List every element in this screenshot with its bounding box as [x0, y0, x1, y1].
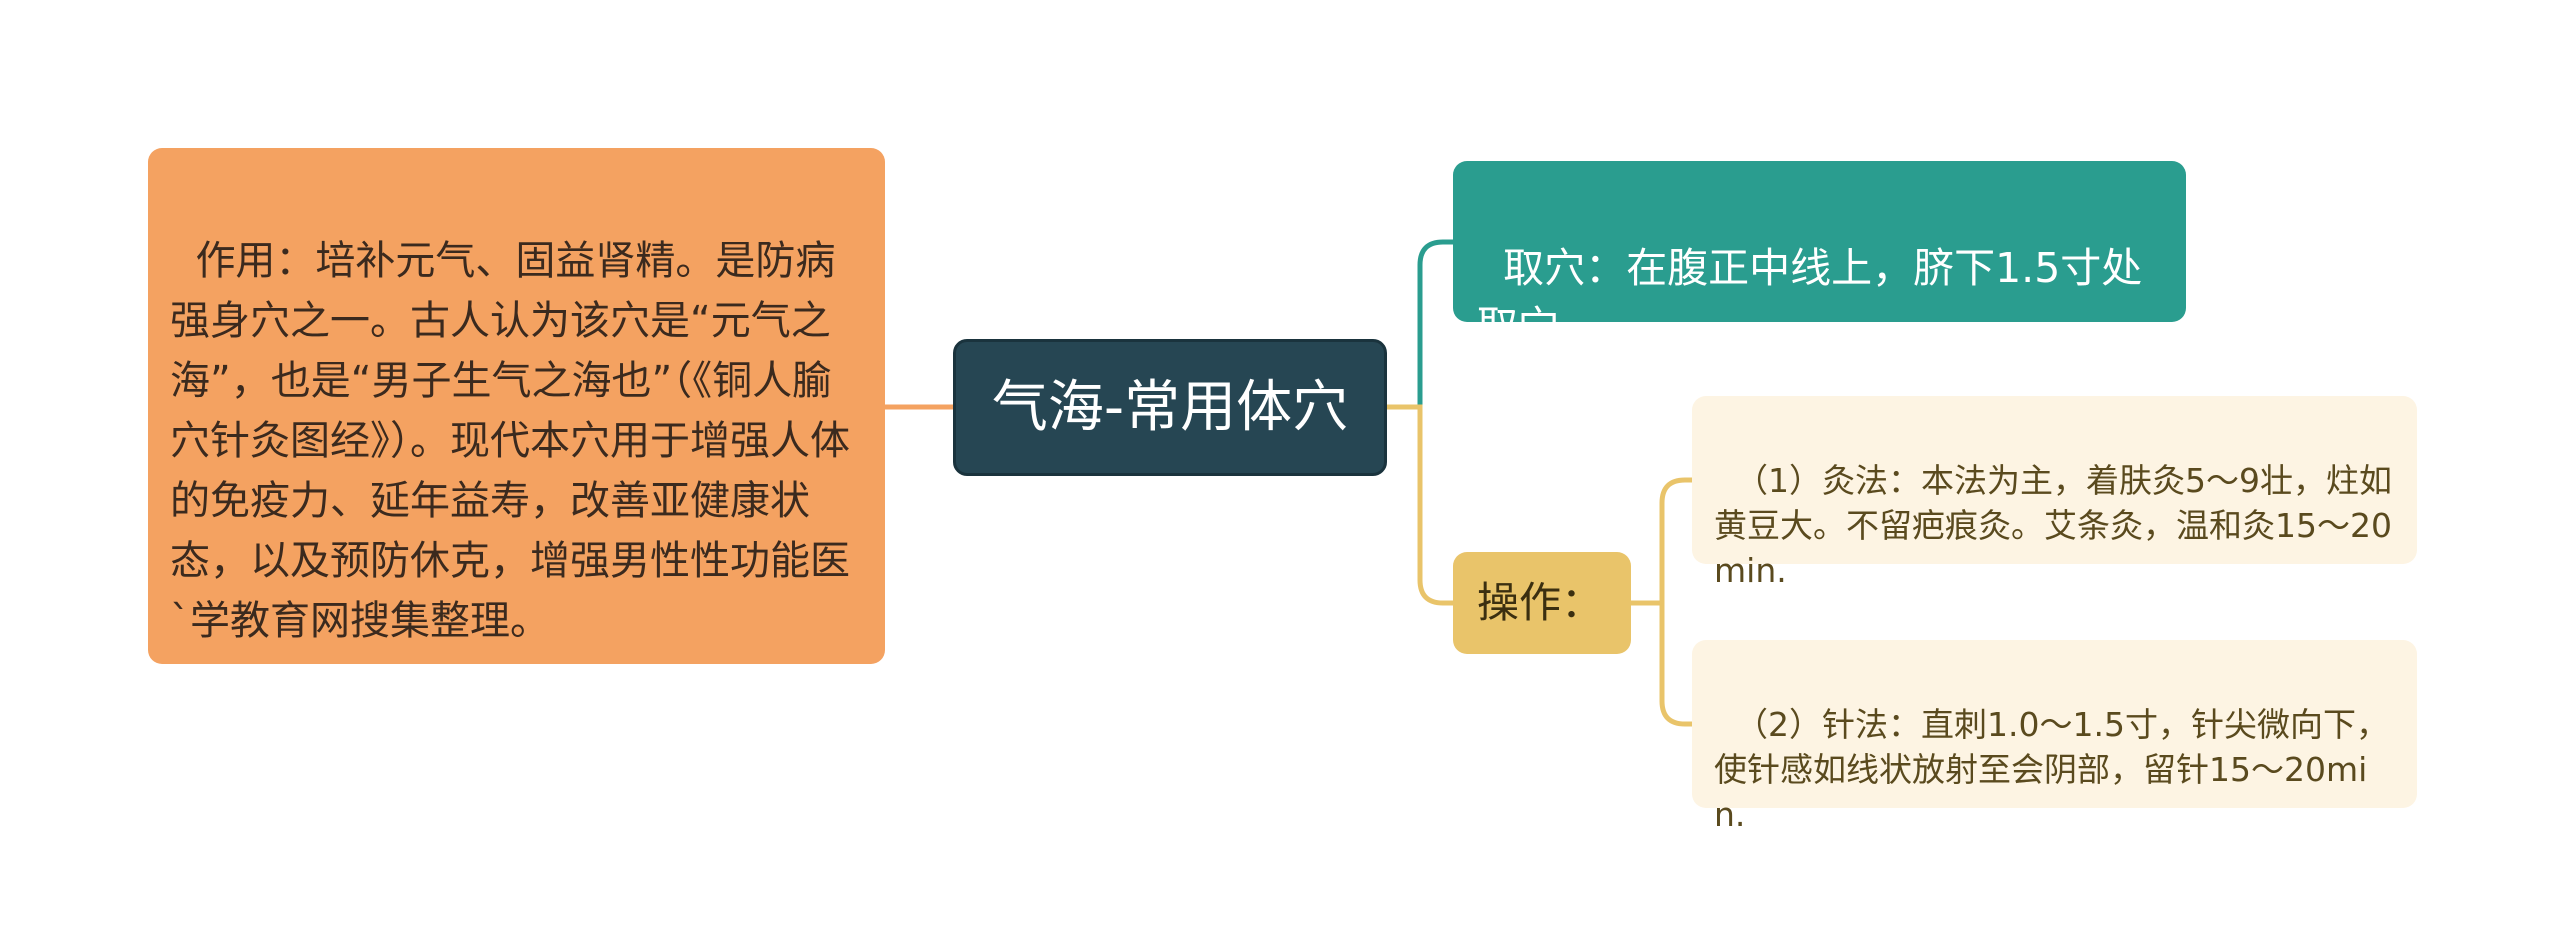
subtopic-moxibustion-text: （1）灸法：本法为主，着肤灸5～9壮，炷如黄豆大。不留疤痕灸。艾条灸，温和灸15… — [1714, 461, 2392, 590]
topic-node-function[interactable]: 作用：培补元气、固益肾精。是防病强身穴之一。古人认为该穴是“元气之海”，也是“男… — [148, 148, 885, 664]
topic-function-text: 作用：培补元气、固益肾精。是防病强身穴之一。古人认为该穴是“元气之海”，也是“男… — [170, 238, 850, 644]
central-topic-label: 气海-常用体穴 — [991, 375, 1349, 440]
topic-node-acupoint-location[interactable]: 取穴：在腹正中线上，脐下1.5寸处取穴。 — [1453, 161, 2186, 350]
central-topic-node[interactable]: 气海-常用体穴 — [953, 339, 1387, 476]
topic-location-text: 取穴：在腹正中线上，脐下1.5寸处取穴。 — [1477, 244, 2143, 350]
connector-leaf-1 — [1631, 477, 1692, 606]
subtopic-node-moxibustion[interactable]: （1）灸法：本法为主，着肤灸5～9壮，炷如黄豆大。不留疤痕灸。艾条灸，温和灸15… — [1692, 396, 2417, 590]
topic-operation-text: 操作： — [1477, 578, 1604, 627]
connector-leaf-2 — [1631, 600, 1692, 727]
topic-node-operation[interactable]: 操作： — [1453, 552, 1631, 654]
subtopic-node-acupuncture[interactable]: （2）针法：直刺1.0～1.5寸，针尖微向下，使针感如线状放射至会阴部，留针15… — [1692, 640, 2417, 834]
connector-right-op — [1387, 404, 1453, 606]
subtopic-acupuncture-text: （2）针法：直刺1.0～1.5寸，针尖微向下，使针感如线状放射至会阴部，留针15… — [1714, 705, 2389, 834]
connector-right-top — [1387, 239, 1453, 410]
